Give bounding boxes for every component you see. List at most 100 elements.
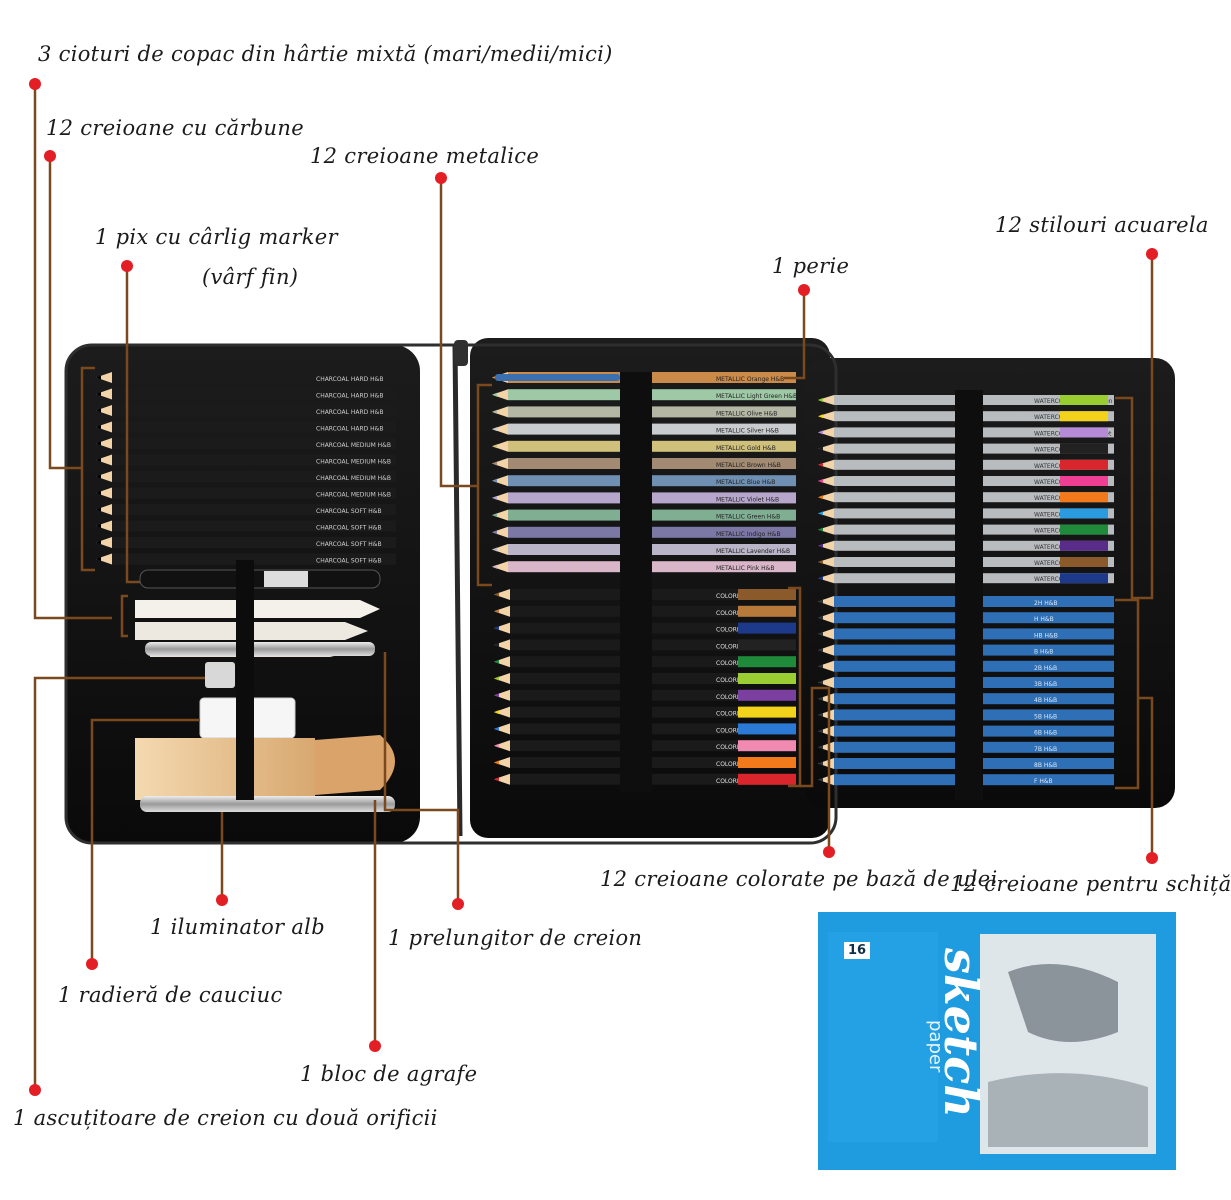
pencil-body [510,773,796,785]
pencil-label: 8B H&B [1034,762,1057,769]
pencil-body [112,520,396,532]
pencil-extender [145,642,375,656]
pencil-wood-tip [492,561,508,573]
pencil-body [112,487,396,499]
marker-dot [435,172,447,184]
pencil-label: METALLIC Olive H&B [716,410,777,417]
pencil-wood-tip [818,476,834,486]
pencil-wood-tip [492,440,508,452]
elastic-band [955,390,983,800]
callout-highlighter: 1 iluminator alb [150,915,325,939]
pencil-wood-tip [818,459,834,470]
pencil-body [510,757,796,768]
pencil-lead [492,461,497,466]
oil-pencil: COLORED Light Green [494,673,796,684]
marker-dot [29,78,41,90]
pencil-label: 3B H&B [1034,681,1057,688]
pencil-color-cap [1060,459,1108,470]
pencil-lead [818,560,823,564]
pencil-label: 6B H&B [1034,730,1057,737]
pencil-color-cap [1060,557,1108,567]
pencil-color-cap [738,622,796,634]
pencil-wood-tip [96,537,112,548]
charcoal-pencil: CHARCOAL HARD H&B [96,372,396,383]
pencil-lead [492,409,497,414]
pencil-lead [492,444,497,449]
pencil-body [112,405,396,416]
pencil-wood-tip [494,673,510,684]
pencil-label: METALLIC Lavender H&B [716,548,790,555]
pencil-lead [818,446,823,451]
paper-subtitle: paper [925,1020,946,1073]
pencil-lead [96,425,101,429]
callout-metallic: 12 creioane metalice [310,144,540,168]
pencil-body [510,689,796,701]
pencil-color-cap [738,706,796,718]
pencil-wood-tip [818,677,834,688]
pencil-wood-tip [96,372,112,383]
pencil-lead [494,693,499,698]
marker-dot [369,1040,381,1052]
pencil-lead [494,626,499,631]
pencil-label: 2B H&B [1034,665,1057,672]
marker-dot [86,958,98,970]
pencil-color-cap [1060,492,1108,503]
oil-pencil: COLORED Dark blue [494,622,796,634]
pencil-wood-tip [494,605,510,617]
pencil-wood-tip [818,557,834,567]
pencil-lead [818,462,823,467]
pencil-lead [494,592,499,597]
pencil-lead [494,760,499,765]
pencil-lead [492,495,497,500]
pencil-label: METALLIC Light Green H&B [716,393,797,400]
pencil-body [112,537,396,548]
pencil-lead [494,777,499,782]
pencil-wood-tip [492,389,508,401]
charcoal-pencil: CHARCOAL HARD H&B [96,405,396,416]
pencil-lead [818,615,823,620]
pencil-body [510,723,796,735]
callout-eraser: 1 radieră de cauciuc [58,983,283,1007]
pencil-lead [492,392,497,397]
pencil-lead [818,712,823,717]
pencil-lead [818,777,823,782]
pencil-wood-tip [494,740,510,752]
pencil-lead [818,648,823,653]
pencil-body [510,740,796,752]
pencil-label: CHARCOAL SOFT H&B [316,558,382,565]
pencil-body [510,605,796,617]
pencil-color-cap [738,673,796,684]
sandpaper-block [135,738,315,800]
pencil-color-cap [738,773,796,785]
pencil-body [112,504,396,515]
marker-dot [44,150,56,162]
pencil-color-cap [1060,573,1108,584]
callout-sketch-pencils: 12 creioane pentru schiță [950,872,1231,896]
pencil-lead [96,540,101,545]
pencil-lead [492,547,497,552]
callout-marker-line1: 1 pix cu cârlig marker [95,225,338,249]
charcoal-pencil: CHARCOAL SOFT H&B [96,504,396,515]
pencil-lead [818,761,823,766]
pencil-label: 5B H&B [1034,713,1057,720]
sharpener [205,662,235,688]
elastic-band [236,560,254,800]
callout-sharpener: 1 ascuțitoare de creion cu două orificii [13,1106,438,1130]
callout-extender: 1 prelungitor de creion [388,926,643,950]
pencil-lead [818,543,823,548]
pencil-wood-tip [492,526,508,538]
pencil-label: CHARCOAL SOFT H&B [316,541,382,548]
pencil-body [112,438,396,449]
pencil-color-cap [1060,540,1108,551]
pencil-lead [818,696,823,701]
pencil-wood-tip [818,596,834,607]
pencil-wood-tip [818,508,834,519]
oil-pencils: COLORED BrownCOLORED Light brownCOLORED … [494,589,796,785]
sheet-count-badge: 16 [844,942,871,959]
brush [495,374,620,381]
leader-sketch [1115,598,1154,856]
charcoal-pencil: CHARCOAL SOFT H&B [96,553,396,565]
pencil-wood-tip [492,475,508,487]
pencil-body [112,372,396,383]
pencil-wood-tip [494,773,510,785]
